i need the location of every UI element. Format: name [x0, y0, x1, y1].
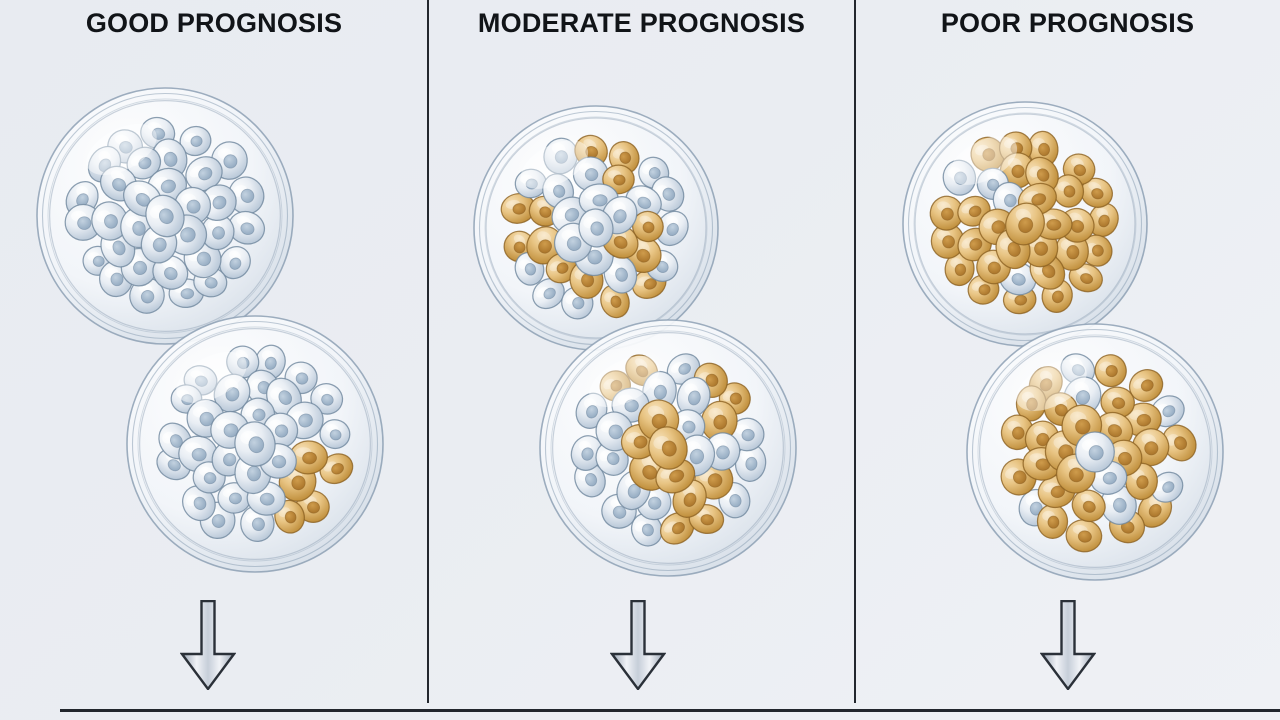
embryo-good-top: [23, 74, 307, 358]
bottom-rule: [60, 709, 1280, 712]
column-divider-left: [427, 0, 429, 703]
embryo-moderate-bottom: [526, 306, 810, 590]
column-title-poor: POOR PROGNOSIS: [940, 8, 1195, 38]
embryo-good-bottom: [113, 302, 397, 586]
down-arrow-moderate: [610, 600, 666, 690]
column-title-good: GOOD PROGNOSIS: [85, 8, 343, 38]
column-divider-right: [854, 0, 856, 703]
embryo-poor-top: [889, 88, 1161, 360]
embryo-poor-bottom: [953, 310, 1237, 594]
column-title-moderate: MODERATE PROGNOSIS: [477, 8, 806, 38]
embryo-moderate-top: [460, 92, 732, 364]
down-arrow-good: [180, 600, 236, 690]
down-arrow-poor: [1040, 600, 1096, 690]
